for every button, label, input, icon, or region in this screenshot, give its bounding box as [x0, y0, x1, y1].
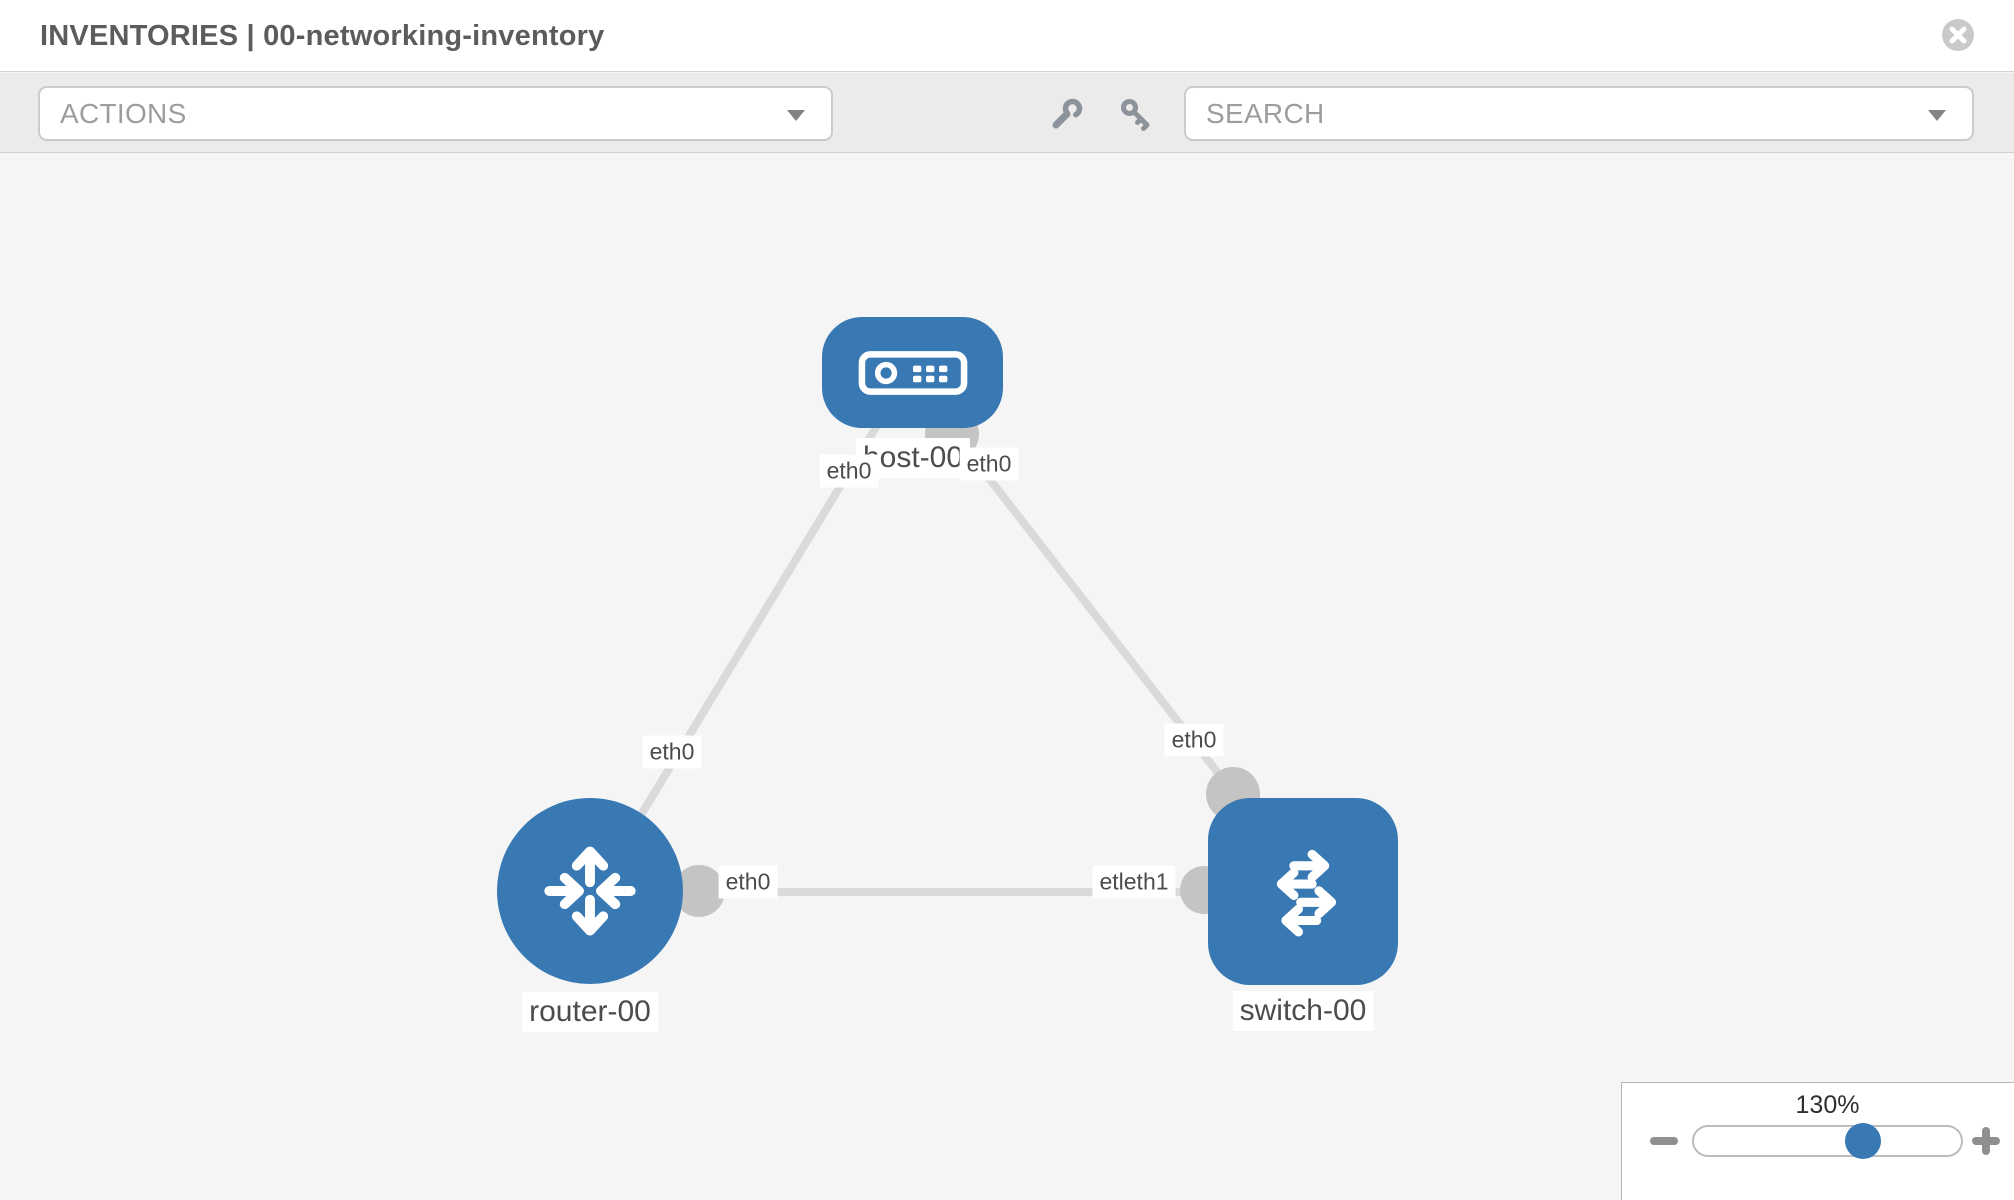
plus-icon — [1982, 1127, 1990, 1155]
node-label-switch: switch-00 — [1232, 991, 1374, 1031]
node-host-00[interactable] — [822, 317, 1003, 428]
page-title: INVENTORIES | 00-networking-inventory — [40, 20, 605, 52]
close-button[interactable] — [1942, 19, 1974, 51]
actions-dropdown[interactable]: ACTIONS — [38, 86, 833, 141]
header: INVENTORIES | 00-networking-inventory — [0, 0, 2014, 72]
router-crossed-arrows-icon — [544, 846, 636, 936]
zoom-slider-track[interactable] — [1692, 1125, 1963, 1157]
search-dropdown-label: SEARCH — [1206, 98, 1325, 129]
links — [594, 421, 1239, 896]
topology-canvas[interactable]: host-00 router-00 switch-00 eth0 eth0 et… — [0, 154, 2014, 1200]
interface-label-host-left: eth0 — [819, 454, 879, 488]
zoom-in-button[interactable] — [1972, 1127, 2000, 1155]
interface-label-host-right: eth0 — [959, 447, 1019, 481]
link-host-router[interactable] — [594, 421, 882, 889]
toolbar: ACTIONS SEARCH — [0, 73, 2014, 153]
port-router-eth0[interactable] — [673, 865, 725, 917]
wrench-icon[interactable] — [1048, 96, 1084, 132]
ports — [673, 407, 1260, 917]
node-router-00[interactable] — [497, 798, 683, 984]
zoom-control-panel: 130% — [1621, 1082, 2014, 1200]
node-switch-00[interactable] — [1208, 798, 1398, 985]
interface-label-router-port: eth0 — [718, 865, 778, 899]
actions-dropdown-label: ACTIONS — [60, 98, 187, 129]
interface-label-link-host-switch: eth0 — [1164, 723, 1224, 757]
zoom-slider-handle[interactable] — [1845, 1123, 1881, 1159]
interface-label-link-host-router: eth0 — [642, 735, 702, 769]
close-icon — [1949, 26, 1967, 44]
node-label-router: router-00 — [522, 992, 658, 1032]
zoom-out-button[interactable] — [1650, 1137, 1678, 1145]
topology-links-layer — [594, 407, 1260, 917]
key-icon[interactable] — [1118, 96, 1154, 132]
chevron-down-icon — [1928, 110, 1946, 121]
zoom-level-value: 130% — [1795, 1091, 1860, 1119]
interface-label-switch-port: etleth1 — [1092, 865, 1176, 899]
switch-exchange-arrows-icon — [1276, 849, 1337, 936]
search-dropdown[interactable]: SEARCH — [1184, 86, 1974, 141]
server-icon — [858, 350, 967, 395]
chevron-down-icon — [787, 110, 805, 121]
